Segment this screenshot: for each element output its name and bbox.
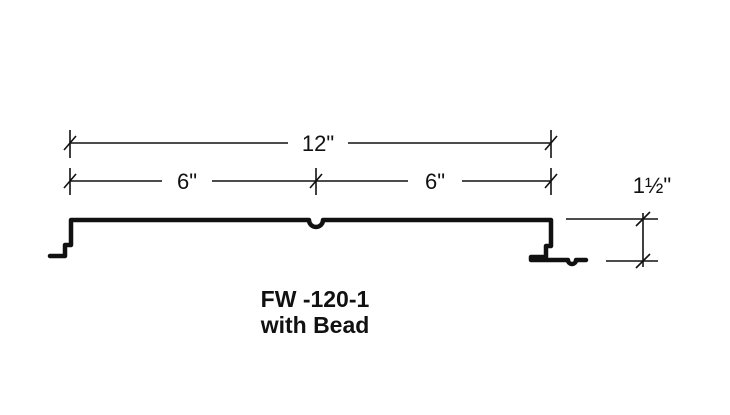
dimension-6-left-label: 6" [177, 169, 197, 194]
profile-title: FW -120-1 [260, 286, 370, 312]
profile-subtitle: with Bead [260, 312, 370, 338]
dimension-height [566, 211, 658, 269]
dimension-6-inch [63, 168, 558, 195]
dimension-height-label: 1½" [633, 173, 671, 198]
dimension-6-right-label: 6" [425, 169, 445, 194]
dimension-12-label: 12" [302, 131, 334, 156]
dimension-12-inch [63, 130, 558, 158]
panel-profile [47, 217, 589, 267]
